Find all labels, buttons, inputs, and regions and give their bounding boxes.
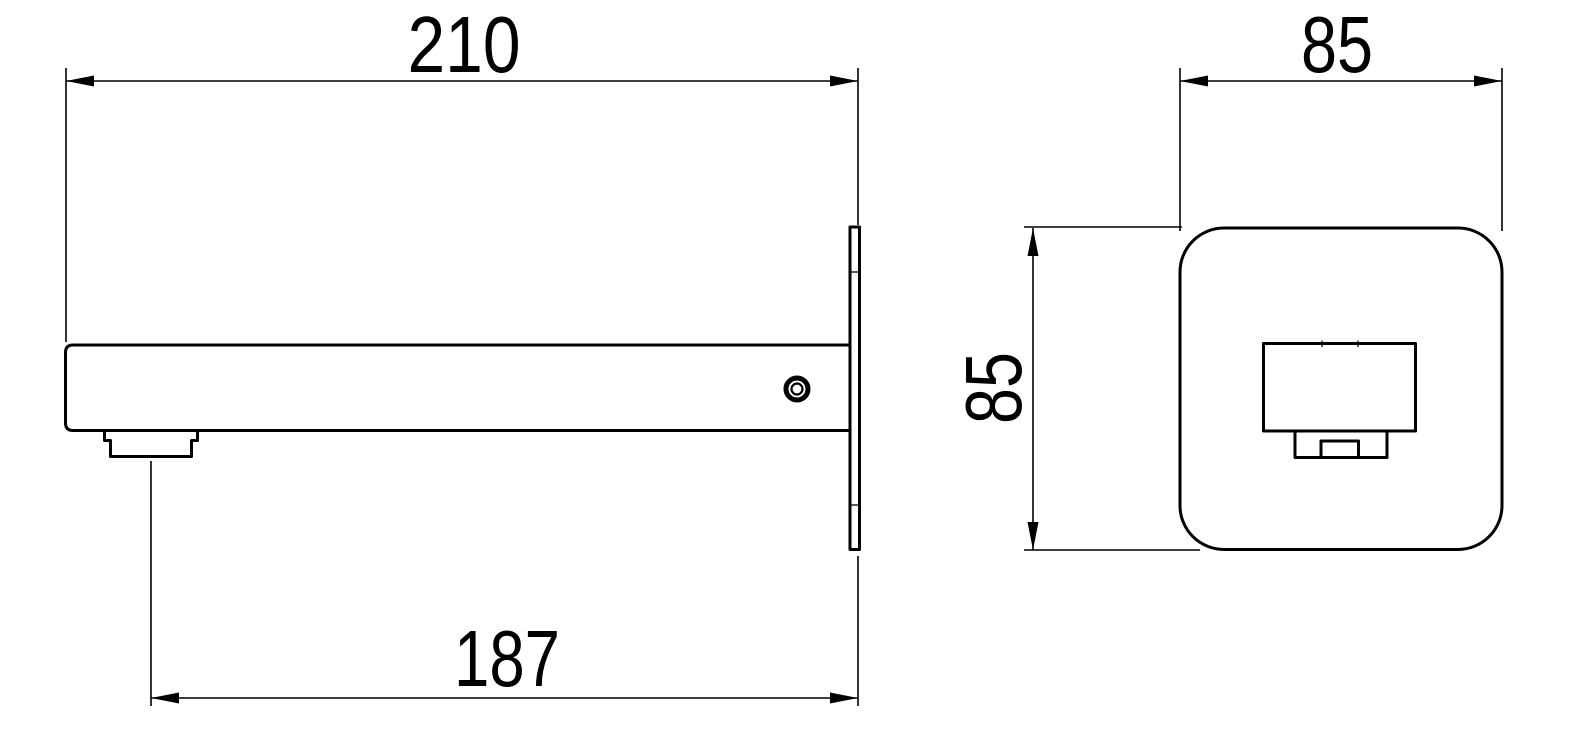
set-screw-inner-ring	[790, 382, 804, 396]
dimension-overall-length: 210	[65, 0, 859, 342]
arrowhead-left-icon	[1180, 75, 1208, 87]
dimension-plate-width: 85	[1179, 0, 1503, 231]
set-screw-outer-ring	[783, 375, 811, 403]
arrowhead-right-icon	[830, 692, 858, 704]
wall-plate-edge	[848, 225, 861, 551]
wall-plate-front	[1178, 226, 1504, 551]
dimension-value-overall-length: 210	[408, 0, 521, 89]
dimension-value-plate-height: 85	[949, 352, 1038, 424]
spout-front	[1262, 342, 1417, 433]
arrowhead-bottom-icon	[1027, 522, 1039, 550]
set-screw	[783, 375, 811, 403]
dimension-spout-reach: 187	[150, 461, 859, 706]
arrowhead-right-icon	[1474, 75, 1502, 87]
arrowhead-left-icon	[151, 692, 179, 704]
aerator-front	[1319, 439, 1360, 458]
arrowhead-left-icon	[66, 75, 94, 87]
arrowhead-right-icon	[830, 75, 858, 87]
dimension-value-spout-reach: 187	[454, 614, 560, 703]
dimension-value-plate-width: 85	[1301, 0, 1373, 89]
front-view: 85 85	[949, 0, 1504, 551]
arrowhead-top-icon	[1027, 228, 1039, 256]
spout-body-outline	[64, 343, 852, 432]
side-view: 210 187	[64, 0, 861, 706]
aerator-nozzle-outline	[103, 430, 199, 458]
dimension-plate-height: 85	[949, 226, 1200, 551]
nozzle-tab-front	[1293, 431, 1389, 459]
